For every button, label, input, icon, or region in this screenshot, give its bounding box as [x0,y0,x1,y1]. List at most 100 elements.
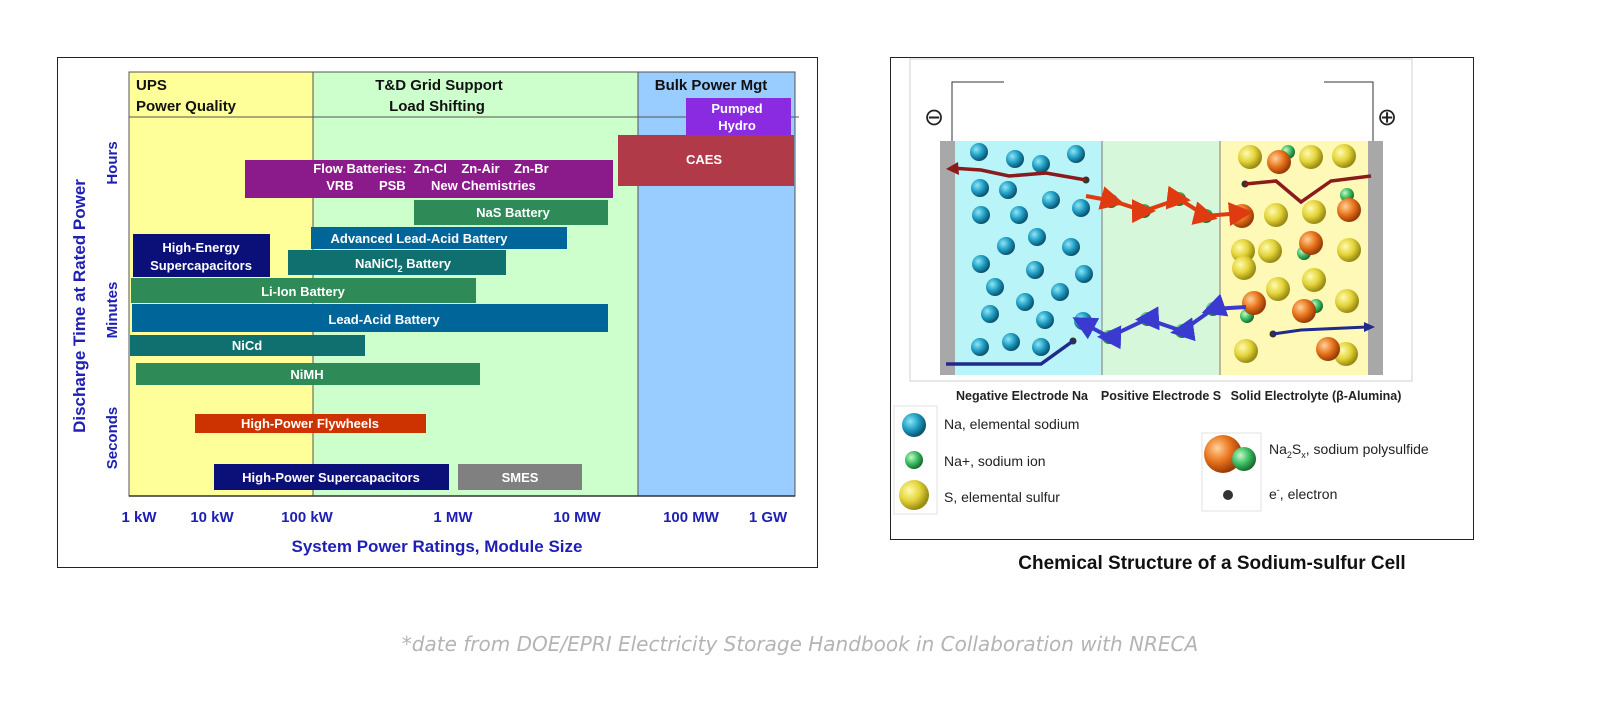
sodium-atom [1042,191,1060,209]
sulfur-atom [1264,203,1288,227]
legend-sulfur-icon [899,480,929,510]
zone-grid-subtitle: Load Shifting [389,98,485,115]
bar-nimh-label: NiMH [290,367,323,382]
footnote: *date from DOE/EPRI Electricity Storage … [401,632,1199,656]
storage-chart: UPS Power Quality T&D Grid Support Load … [70,71,799,556]
bar-nas-label: NaS Battery [476,205,550,220]
y-axis-title: Discharge Time at Rated Power [70,179,89,433]
positive-lead-wire [1324,81,1374,141]
sulfur-atom [1302,200,1326,224]
x-axis-title: System Power Ratings, Module Size [292,537,583,556]
positive-terminal-icon: ⊕ [1377,104,1397,131]
bar-pumped-hydro-label-2: Hydro [718,118,756,133]
cell-diagram-caption: Chemical Structure of a Sodium-sulfur Ce… [1018,553,1406,574]
electron-path-bottom-right [1272,325,1368,336]
zone-grid-title: T&D Grid Support [375,77,503,94]
x-tick-1kw: 1 kW [121,509,157,526]
sodium-atom [997,237,1015,255]
electron-e: e [1269,486,1277,502]
sodium-atom [971,179,989,197]
legend-na-icon [902,413,926,437]
sodium-atom [971,338,989,356]
sulfur-atom [1258,239,1282,263]
legend-polysulfide-label: Na2Sx, sodium polysulfide [1269,441,1429,460]
sodium-atom [1072,199,1090,217]
legend-polysulfide-ion-icon [1232,447,1256,471]
polysulfide-sub-x: x [1301,450,1306,460]
polysulfide-na: Na [1269,441,1287,457]
sodium-atom [1006,150,1024,168]
electron-arrow-top-left [946,162,959,175]
bar-nanicl-label: NaNiCl2 Battery [355,256,452,274]
polysulfide-molecule [1230,204,1254,228]
bar-hp-flywheels [195,414,426,433]
x-tick-100mw: 100 MW [663,509,720,526]
sulfur-atom [1332,144,1356,168]
polysulfide-molecule [1316,337,1340,361]
sulfur-atom [1299,145,1323,169]
electron-suffix: , electron [1280,486,1338,502]
sodium-atom [1002,333,1020,351]
electron-arrow-bottom-right [1364,322,1375,332]
bar-pumped-hydro-label-1: Pumped [711,101,762,116]
ion-path-bottom [1072,293,1247,350]
bar-li-ion-label: Li-Ion Battery [261,284,346,299]
bar-flow-batteries [245,160,613,198]
label-positive-electrode: Positive Electrode S [1101,389,1221,403]
bar-hp-supercap-label: High-Power Supercapacitors [242,470,420,485]
sodium-atom [1016,293,1034,311]
bar-he-supercap-label-1: High-Energy [162,240,240,255]
sulfur-atom [1231,239,1255,263]
bar-adv-lead-acid [311,227,567,249]
ion-path-top [1085,185,1253,226]
polysulfide-molecule [1267,150,1291,174]
zone-ups-title: UPS [136,77,167,94]
x-tick-1mw: 1 MW [433,509,473,526]
negative-lead-wire [951,81,1004,141]
legend-sulfur-label: S, elemental sulfur [944,489,1060,505]
electron-path-top-right [1244,174,1372,205]
bar-he-supercap-label-2: Supercapacitors [150,258,252,273]
bar-smes [458,464,582,490]
sulfur-atom [1266,277,1290,301]
sodium-atom [972,255,990,273]
sulfur-atom [1234,339,1258,363]
sodium-atom [1010,206,1028,224]
sodium-atom [970,143,988,161]
bar-nimh [136,363,480,385]
bar-smes-label: SMES [502,470,539,485]
nanicl-subscript: 2 [398,264,403,274]
legend-polysulfide-icon [1204,435,1242,473]
sulfur-atom [1238,145,1262,169]
legend-na-ion-icon [905,451,923,469]
legend-na-label: Na, elemental sodium [944,416,1079,432]
bar-pumped-hydro [686,98,791,135]
bar-nicd-label: NiCd [232,338,262,353]
polysulfide-molecule [1337,198,1361,222]
polysulfide-molecule [1242,291,1266,315]
sodium-atom [1051,283,1069,301]
nanicl-suffix: Battery [403,256,452,271]
zone-bulk-title: Bulk Power Mgt [655,77,768,94]
x-tick-1gw: 1 GW [749,509,788,526]
legend-na-ion-label: Na+, sodium ion [944,453,1046,469]
bar-flow-batteries-label-2: VRB PSB New Chemistries [326,178,536,193]
sodium-atom [1067,145,1085,163]
bar-adv-lead-acid-label: Advanced Lead-Acid Battery [331,231,509,246]
polysulfide-molecule [1292,299,1316,323]
bar-nanicl [288,250,506,275]
sulfur-atom [1337,238,1361,262]
sulfur-atom [1232,256,1256,280]
label-negative-electrode: Negative Electrode Na [956,389,1089,403]
sodium-atom [972,206,990,224]
y-tick-hours: Hours [104,141,121,184]
sodium-atom [1032,338,1050,356]
bar-nicd [130,335,365,356]
bar-he-supercap [133,234,270,277]
sodium-atom [999,181,1017,199]
x-tick-10kw: 10 kW [190,509,234,526]
bar-lead-acid [132,304,608,332]
polysulfide-suffix: , sodium polysulfide [1306,441,1429,457]
y-tick-seconds: Seconds [104,407,121,470]
region-electrolyte [1102,141,1220,375]
